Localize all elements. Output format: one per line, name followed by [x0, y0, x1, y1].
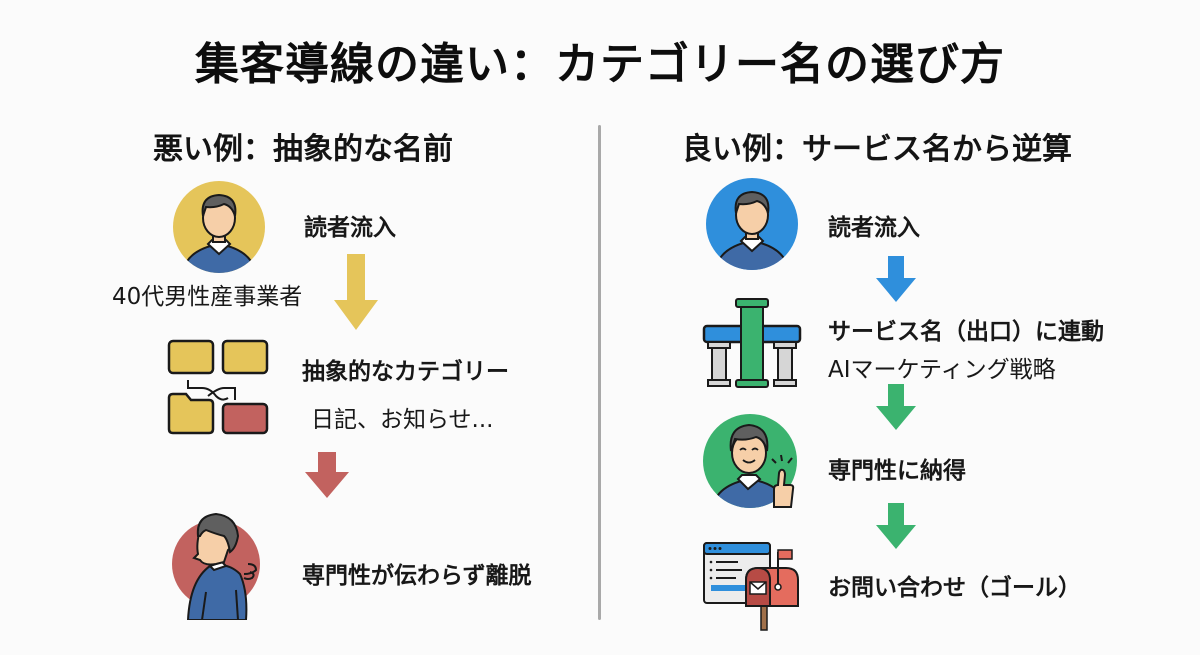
messy-folders-icon [166, 338, 272, 438]
column-divider [598, 125, 601, 620]
right-service-example: AIマーケティング戦略 [828, 357, 1056, 383]
reader-avatar-icon [705, 177, 799, 271]
red-down-arrow-icon [305, 452, 349, 498]
pillar-structure-icon [702, 296, 802, 390]
good-example-heading: 良い例：サービス名から逆算 [682, 132, 1072, 167]
leaving-person-icon [166, 508, 266, 620]
left-category-examples: 日記、お知らせ... [311, 407, 494, 433]
mailbox-contact-icon [702, 540, 802, 632]
bad-example-heading: 悪い例：抽象的な名前 [153, 132, 453, 167]
yellow-down-arrow-icon [334, 254, 378, 330]
left-step-reader-inflow: 読者流入 [304, 215, 396, 241]
green-down-arrow-icon [876, 384, 916, 430]
right-step-service-link: サービス名（出口）に連動 [828, 319, 1104, 345]
right-step-reader-inflow: 読者流入 [828, 215, 920, 241]
right-step-convinced: 専門性に納得 [828, 458, 966, 484]
left-reader-persona: 40代男性産事業者 [112, 284, 303, 310]
page-title: 集客導線の違い：カテゴリー名の選び方 [195, 39, 1005, 90]
reader-avatar-icon [172, 180, 266, 274]
left-step-abstract-category: 抽象的なカテゴリー [302, 359, 509, 385]
blue-down-arrow-icon [876, 256, 916, 302]
left-step-bounce: 専門性が伝わらず離脱 [302, 563, 532, 589]
thumbs-up-person-icon [702, 413, 802, 509]
right-step-contact-goal: お問い合わせ（ゴール） [828, 575, 1081, 601]
green-down-arrow-icon [876, 503, 916, 549]
